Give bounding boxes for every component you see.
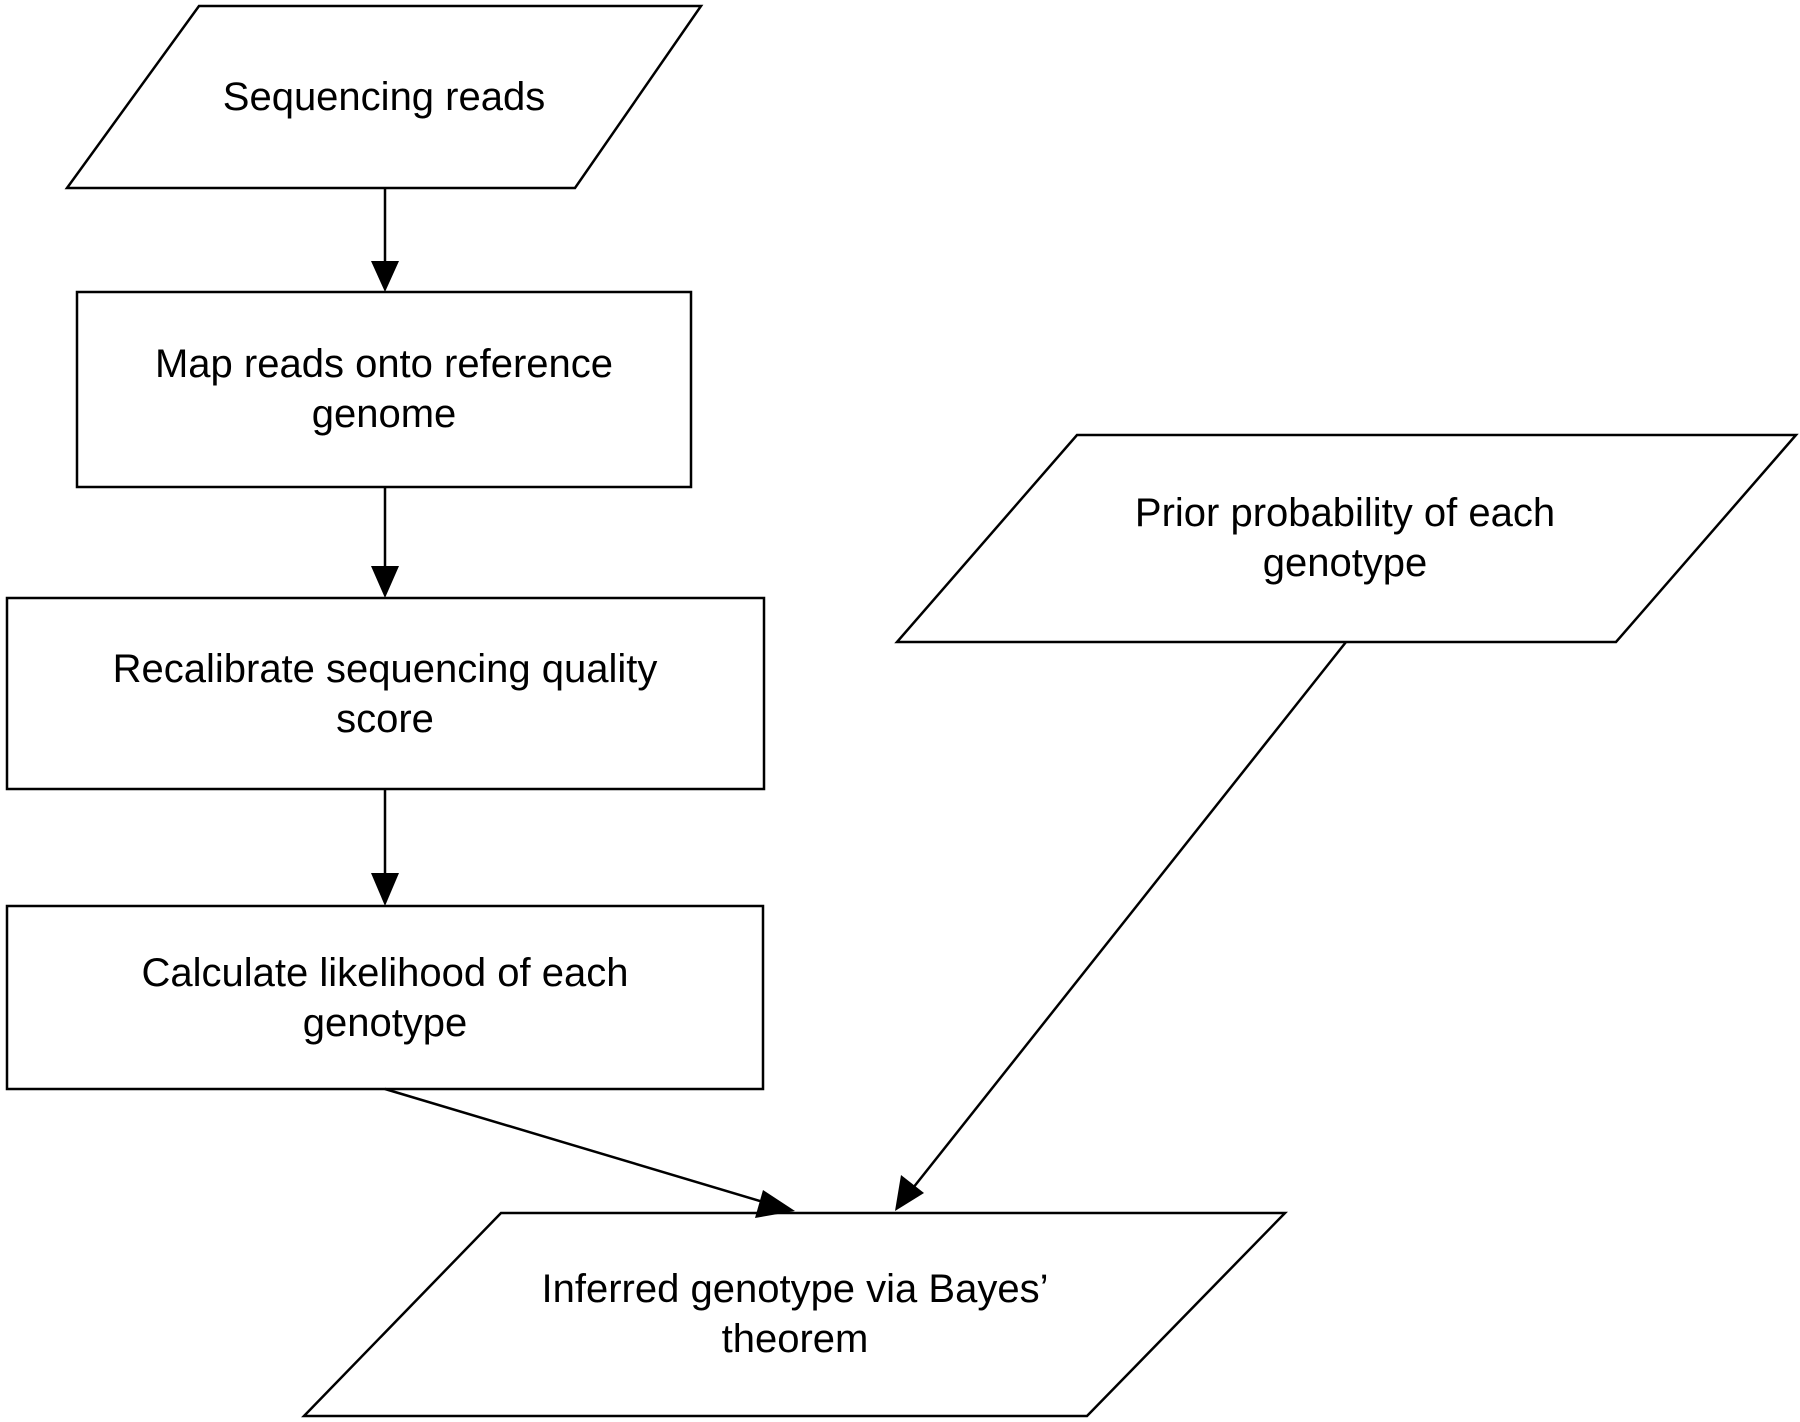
map-reads-text: Map reads onto reference genome [154,342,614,436]
inferred-genotype-text: Inferred genotype via Bayes’ theorem [541,1267,1049,1361]
prior-probability-label: Prior probability of each genotype [1085,488,1605,588]
inferred-genotype-node [301,1211,1288,1418]
recalibrate-label: Recalibrate sequencing quality score [70,644,700,744]
calculate-likelihood-node [5,904,765,1091]
arrowhead-map-to-recalibrate [371,566,399,598]
map-reads-label: Map reads onto reference genome [120,339,648,439]
calculate-likelihood-label: Calculate likelihood of each genotype [100,948,670,1048]
sequencing-reads-label: Sequencing reads [215,47,553,147]
map-reads-node [75,290,693,489]
prior-probability-text: Prior probability of each genotype [1134,491,1556,585]
arrowhead-reads-to-map [371,261,399,292]
arrow-calculate-to-inferred [384,1087,771,1206]
sequencing-reads-node [64,4,704,190]
inferred-genotype-label: Inferred genotype via Bayes’ theorem [500,1264,1090,1364]
calculate-likelihood-text: Calculate likelihood of each genotype [141,951,629,1045]
arrowhead-prior-to-inferred [895,1175,924,1211]
prior-probability-node [894,433,1799,644]
sequencing-reads-text: Sequencing reads [222,75,546,119]
arrow-prior-to-inferred [912,641,1347,1189]
arrowhead-recalibrate-to-calculate [371,873,399,906]
arrowhead-calculate-to-inferred [755,1190,795,1218]
recalibrate-text: Recalibrate sequencing quality score [112,647,658,741]
